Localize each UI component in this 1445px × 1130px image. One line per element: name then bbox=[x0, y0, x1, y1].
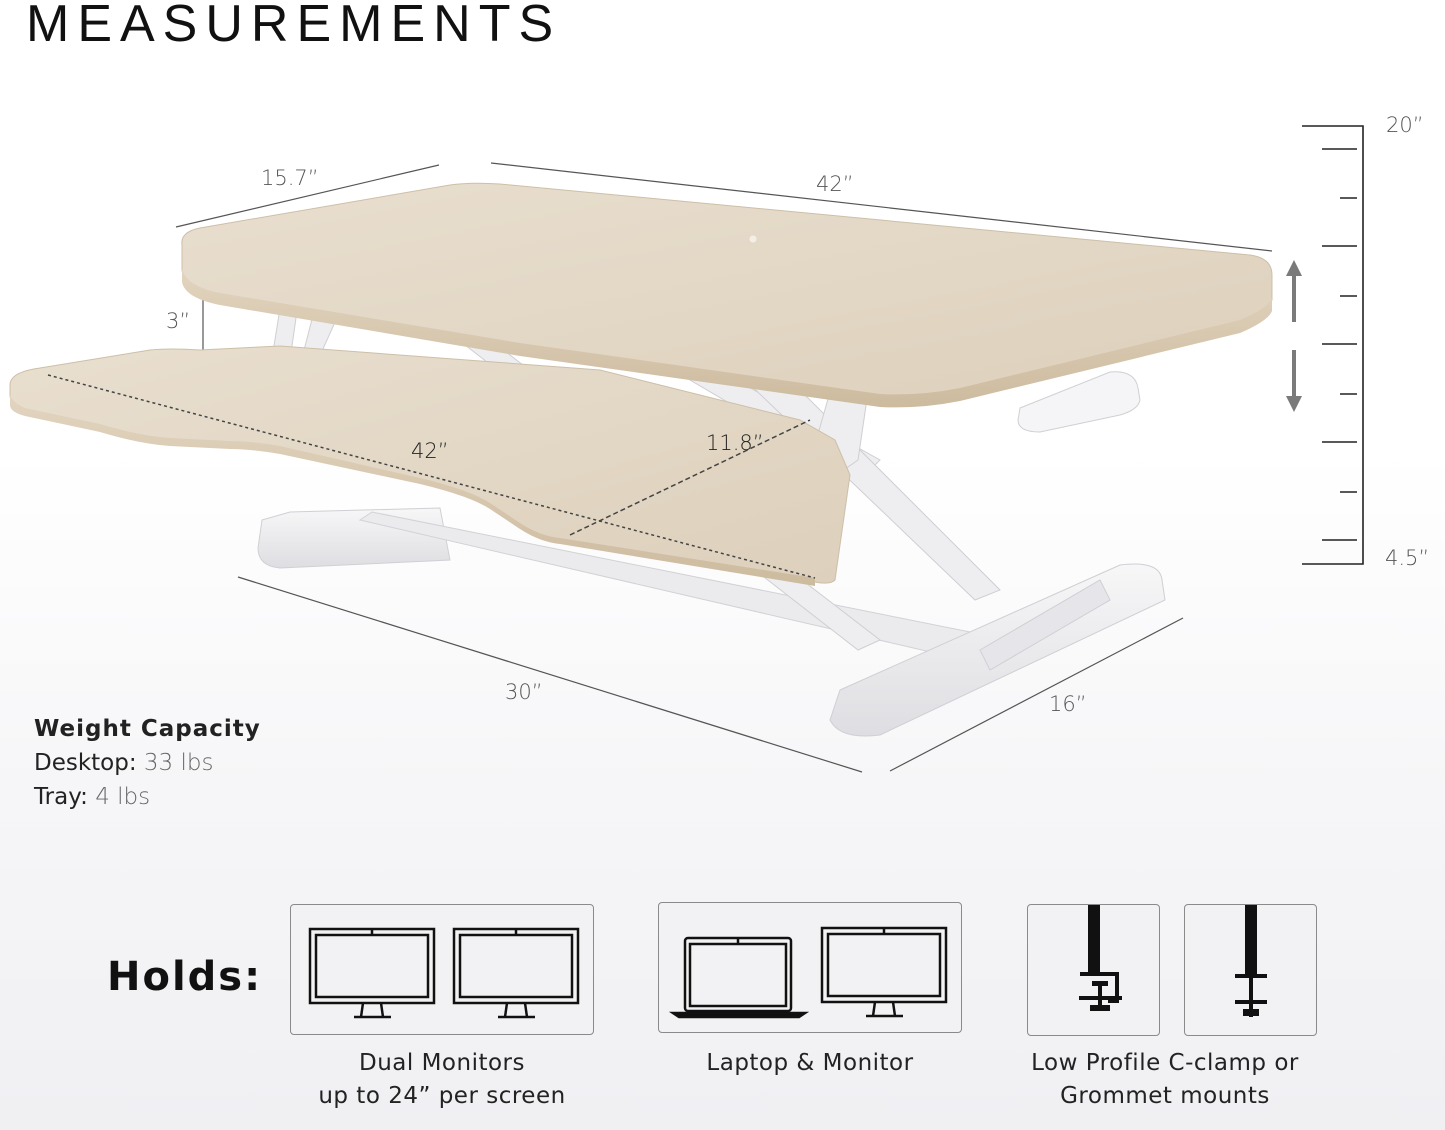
lift-handle bbox=[1017, 371, 1141, 433]
keyboard-tray bbox=[9, 345, 851, 586]
caption-line: Low Profile C-clamp or bbox=[1031, 1050, 1299, 1076]
monitor-icon bbox=[308, 927, 436, 1019]
base-length-label: 30” bbox=[505, 680, 543, 704]
laptop-monitor-caption: Laptop & Monitor bbox=[658, 1047, 962, 1080]
laptop-icon bbox=[668, 936, 810, 1019]
max-height-label: 20” bbox=[1386, 113, 1424, 137]
laptop-monitor-card bbox=[658, 902, 962, 1033]
tray-width-label: 42” bbox=[411, 439, 449, 463]
dual-monitors-card bbox=[290, 904, 594, 1035]
grommet-card bbox=[1184, 904, 1317, 1036]
grommet-icon bbox=[1235, 905, 1267, 1017]
tray-capacity: Tray: 4 lbs bbox=[34, 780, 261, 814]
tray-depth-label: 11.8” bbox=[706, 431, 764, 455]
desktop-depth-label: 15.7” bbox=[261, 166, 319, 190]
desktop-capacity-label: Desktop: bbox=[34, 750, 137, 776]
monitor-icon bbox=[452, 927, 580, 1019]
page-title: MEASUREMENTS bbox=[26, 0, 562, 53]
monitor-icon bbox=[820, 926, 948, 1018]
dual-monitors-caption: Dual Monitors up to 24” per screen bbox=[290, 1047, 594, 1113]
caption-line: up to 24” per screen bbox=[318, 1083, 566, 1109]
holds-label: Holds: bbox=[107, 954, 263, 1000]
clearance-label: 3” bbox=[166, 309, 191, 333]
up-down-arrow-icon bbox=[1286, 260, 1302, 412]
min-height-label: 4.5” bbox=[1385, 546, 1430, 570]
desktop-capacity: Desktop: 33 lbs bbox=[34, 746, 261, 780]
weight-capacity: Weight Capacity Desktop: 33 lbs Tray: 4 … bbox=[34, 712, 261, 814]
base-depth-label: 16” bbox=[1049, 692, 1087, 716]
tray-capacity-value: 4 lbs bbox=[95, 784, 151, 810]
desktop-surface bbox=[181, 182, 1273, 408]
height-ruler bbox=[1302, 125, 1364, 565]
caption-line: Grommet mounts bbox=[1060, 1083, 1270, 1109]
desktop-width-label: 42” bbox=[816, 172, 854, 196]
standing-desk-illustration bbox=[9, 125, 1364, 773]
caption-line: Laptop & Monitor bbox=[706, 1050, 914, 1076]
mounts-caption: Low Profile C-clamp or Grommet mounts bbox=[1010, 1047, 1320, 1113]
c-clamp-icon bbox=[1079, 905, 1122, 1011]
tray-capacity-label: Tray: bbox=[34, 784, 88, 810]
weight-capacity-heading: Weight Capacity bbox=[34, 716, 261, 742]
c-clamp-card bbox=[1027, 904, 1160, 1036]
caption-line: Dual Monitors bbox=[359, 1050, 525, 1076]
desktop-capacity-value: 33 lbs bbox=[143, 750, 214, 776]
